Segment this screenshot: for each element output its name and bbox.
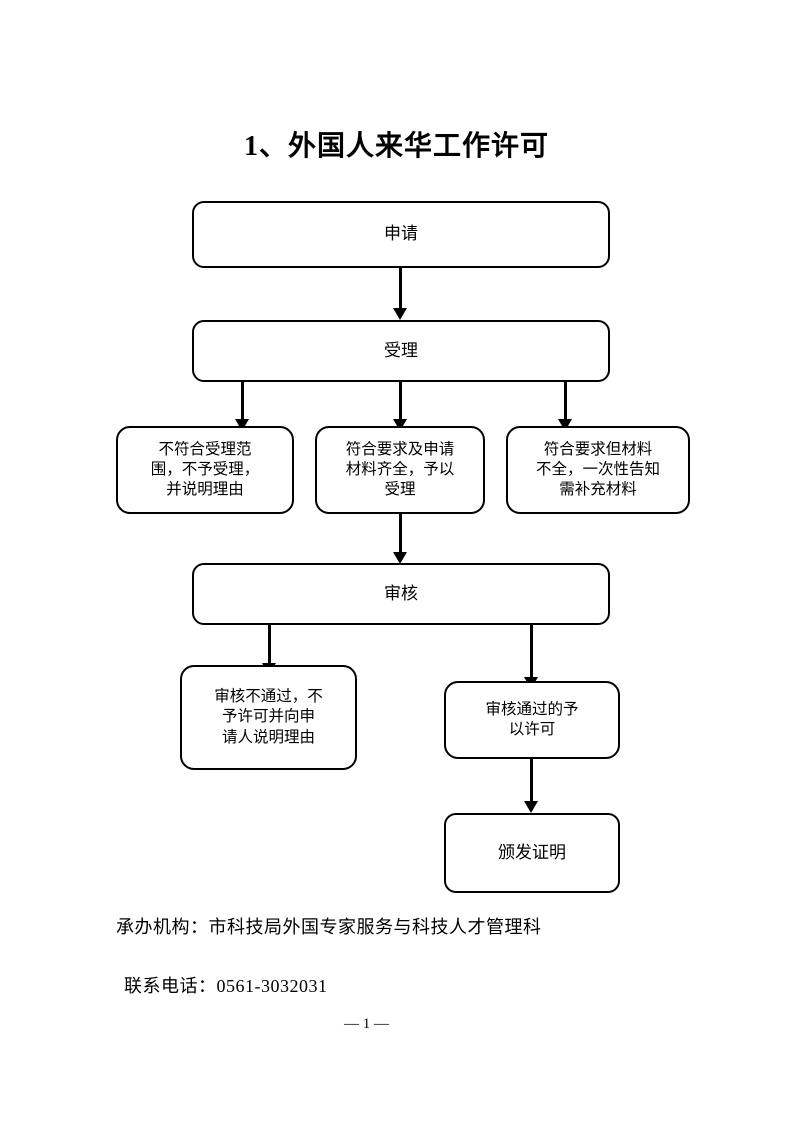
page-title: 1、外国人来华工作许可 bbox=[243, 131, 549, 162]
connector-apply-to-accept bbox=[399, 268, 402, 312]
connector-review-to-pass bbox=[530, 625, 533, 681]
connector-accept-to-ok bbox=[399, 382, 402, 423]
connector-pass-to-issue bbox=[530, 759, 533, 805]
flow-node-branch-supplement[interactable]: 符合要求但材料 不全，一次性告知 需补充材料 bbox=[506, 426, 690, 514]
connector-review-to-fail bbox=[268, 625, 271, 667]
flow-node-issue-certificate[interactable]: 颁发证明 bbox=[444, 813, 620, 893]
connector-accepted-to-review bbox=[399, 514, 402, 558]
connector-accept-to-reject bbox=[241, 382, 244, 423]
flow-node-accept[interactable]: 受理 bbox=[192, 320, 610, 382]
arrowhead-apply-to-accept bbox=[393, 308, 407, 320]
page-number: — 1 — bbox=[344, 1016, 389, 1032]
flow-node-review[interactable]: 审核 bbox=[192, 563, 610, 625]
flow-node-branch-accepted[interactable]: 符合要求及申请 材料齐全，予以 受理 bbox=[315, 426, 485, 514]
flow-node-branch-reject[interactable]: 不符合受理范 围，不予受理， 并说明理由 bbox=[116, 426, 294, 514]
arrowhead-pass-to-issue bbox=[524, 801, 538, 813]
flow-node-apply[interactable]: 申请 bbox=[192, 201, 610, 268]
footer-phone: 联系电话：0561-3032031 bbox=[124, 976, 328, 996]
flow-node-review-pass[interactable]: 审核通过的予 以许可 bbox=[444, 681, 620, 759]
flow-node-review-fail[interactable]: 审核不通过，不 予许可并向申 请人说明理由 bbox=[180, 665, 357, 770]
footer-organization: 承办机构：市科技局外国专家服务与科技人才管理科 bbox=[116, 917, 542, 937]
arrowhead-accepted-to-review bbox=[393, 552, 407, 564]
connector-accept-to-supplement bbox=[564, 382, 567, 423]
